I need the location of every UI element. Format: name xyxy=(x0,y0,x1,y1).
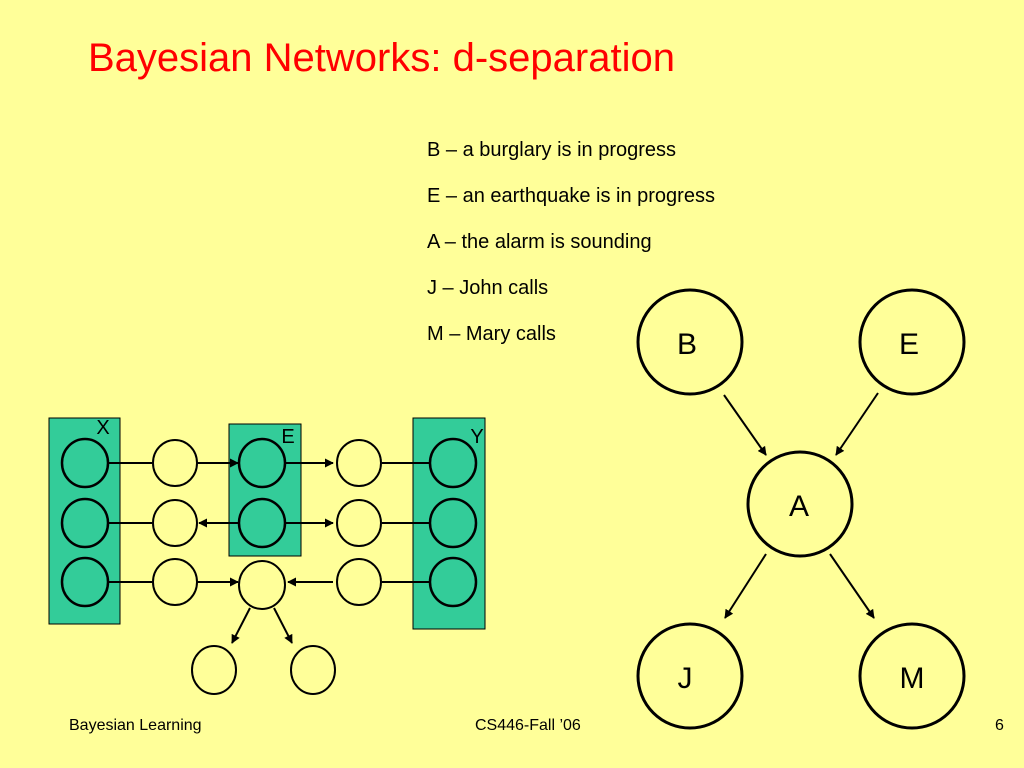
node-e-label: E xyxy=(899,328,919,361)
definition-j: J – John calls xyxy=(427,277,549,299)
edge-e-a xyxy=(835,392,879,456)
node-j xyxy=(636,622,744,730)
slide-title: Bayesian Networks: d-separation xyxy=(88,36,675,80)
footer-course: Bayesian Learning xyxy=(69,717,202,734)
c2-node-3 xyxy=(238,560,286,610)
x-node-3 xyxy=(60,556,110,608)
c1-node-2 xyxy=(152,499,198,547)
edge-a-m xyxy=(829,553,875,619)
node-a xyxy=(746,450,854,558)
node-a-label: A xyxy=(789,490,809,523)
c3-node-1 xyxy=(336,439,382,487)
edge-c2-right-child xyxy=(273,607,293,644)
x-node-1 xyxy=(60,437,110,489)
footer-term: CS446-Fall ’06 xyxy=(475,717,581,734)
y-node-2 xyxy=(428,497,478,549)
definition-b: B – a burglary is in progress xyxy=(427,139,677,161)
definition-m: M – Mary calls xyxy=(427,323,556,345)
c3-node-2 xyxy=(336,499,382,547)
definition-a: A – the alarm is sounding xyxy=(427,231,652,253)
dsep-network: X E Y xyxy=(48,417,486,695)
e-node-1 xyxy=(237,437,287,489)
child-node-left xyxy=(191,645,237,695)
node-b xyxy=(636,288,744,396)
e-node-2 xyxy=(237,497,287,549)
c1-node-3 xyxy=(152,558,198,606)
node-m xyxy=(858,622,966,730)
node-j-label: J xyxy=(678,662,693,695)
edge-c2-left-child xyxy=(231,607,251,644)
c3-node-3 xyxy=(336,558,382,606)
node-e xyxy=(858,288,966,396)
footer-page-number: 6 xyxy=(995,717,1004,734)
alarm-network: B E A J M xyxy=(636,288,966,730)
c1-node-1 xyxy=(152,439,198,487)
node-m-label: M xyxy=(900,662,925,695)
definitions-list: B – a burglary is in progress E – an ear… xyxy=(427,138,715,368)
y-node-1 xyxy=(428,437,478,489)
definition-e: E – an earthquake is in progress xyxy=(427,185,715,207)
edge-b-a xyxy=(723,394,767,456)
x-node-2 xyxy=(60,497,110,549)
edge-a-j xyxy=(724,553,767,619)
group-x-label: X xyxy=(96,417,109,439)
group-e-label: E xyxy=(281,426,294,448)
y-node-3 xyxy=(428,556,478,608)
node-b-label: B xyxy=(677,328,697,361)
group-y-label: Y xyxy=(470,426,483,448)
child-node-right xyxy=(290,645,336,695)
